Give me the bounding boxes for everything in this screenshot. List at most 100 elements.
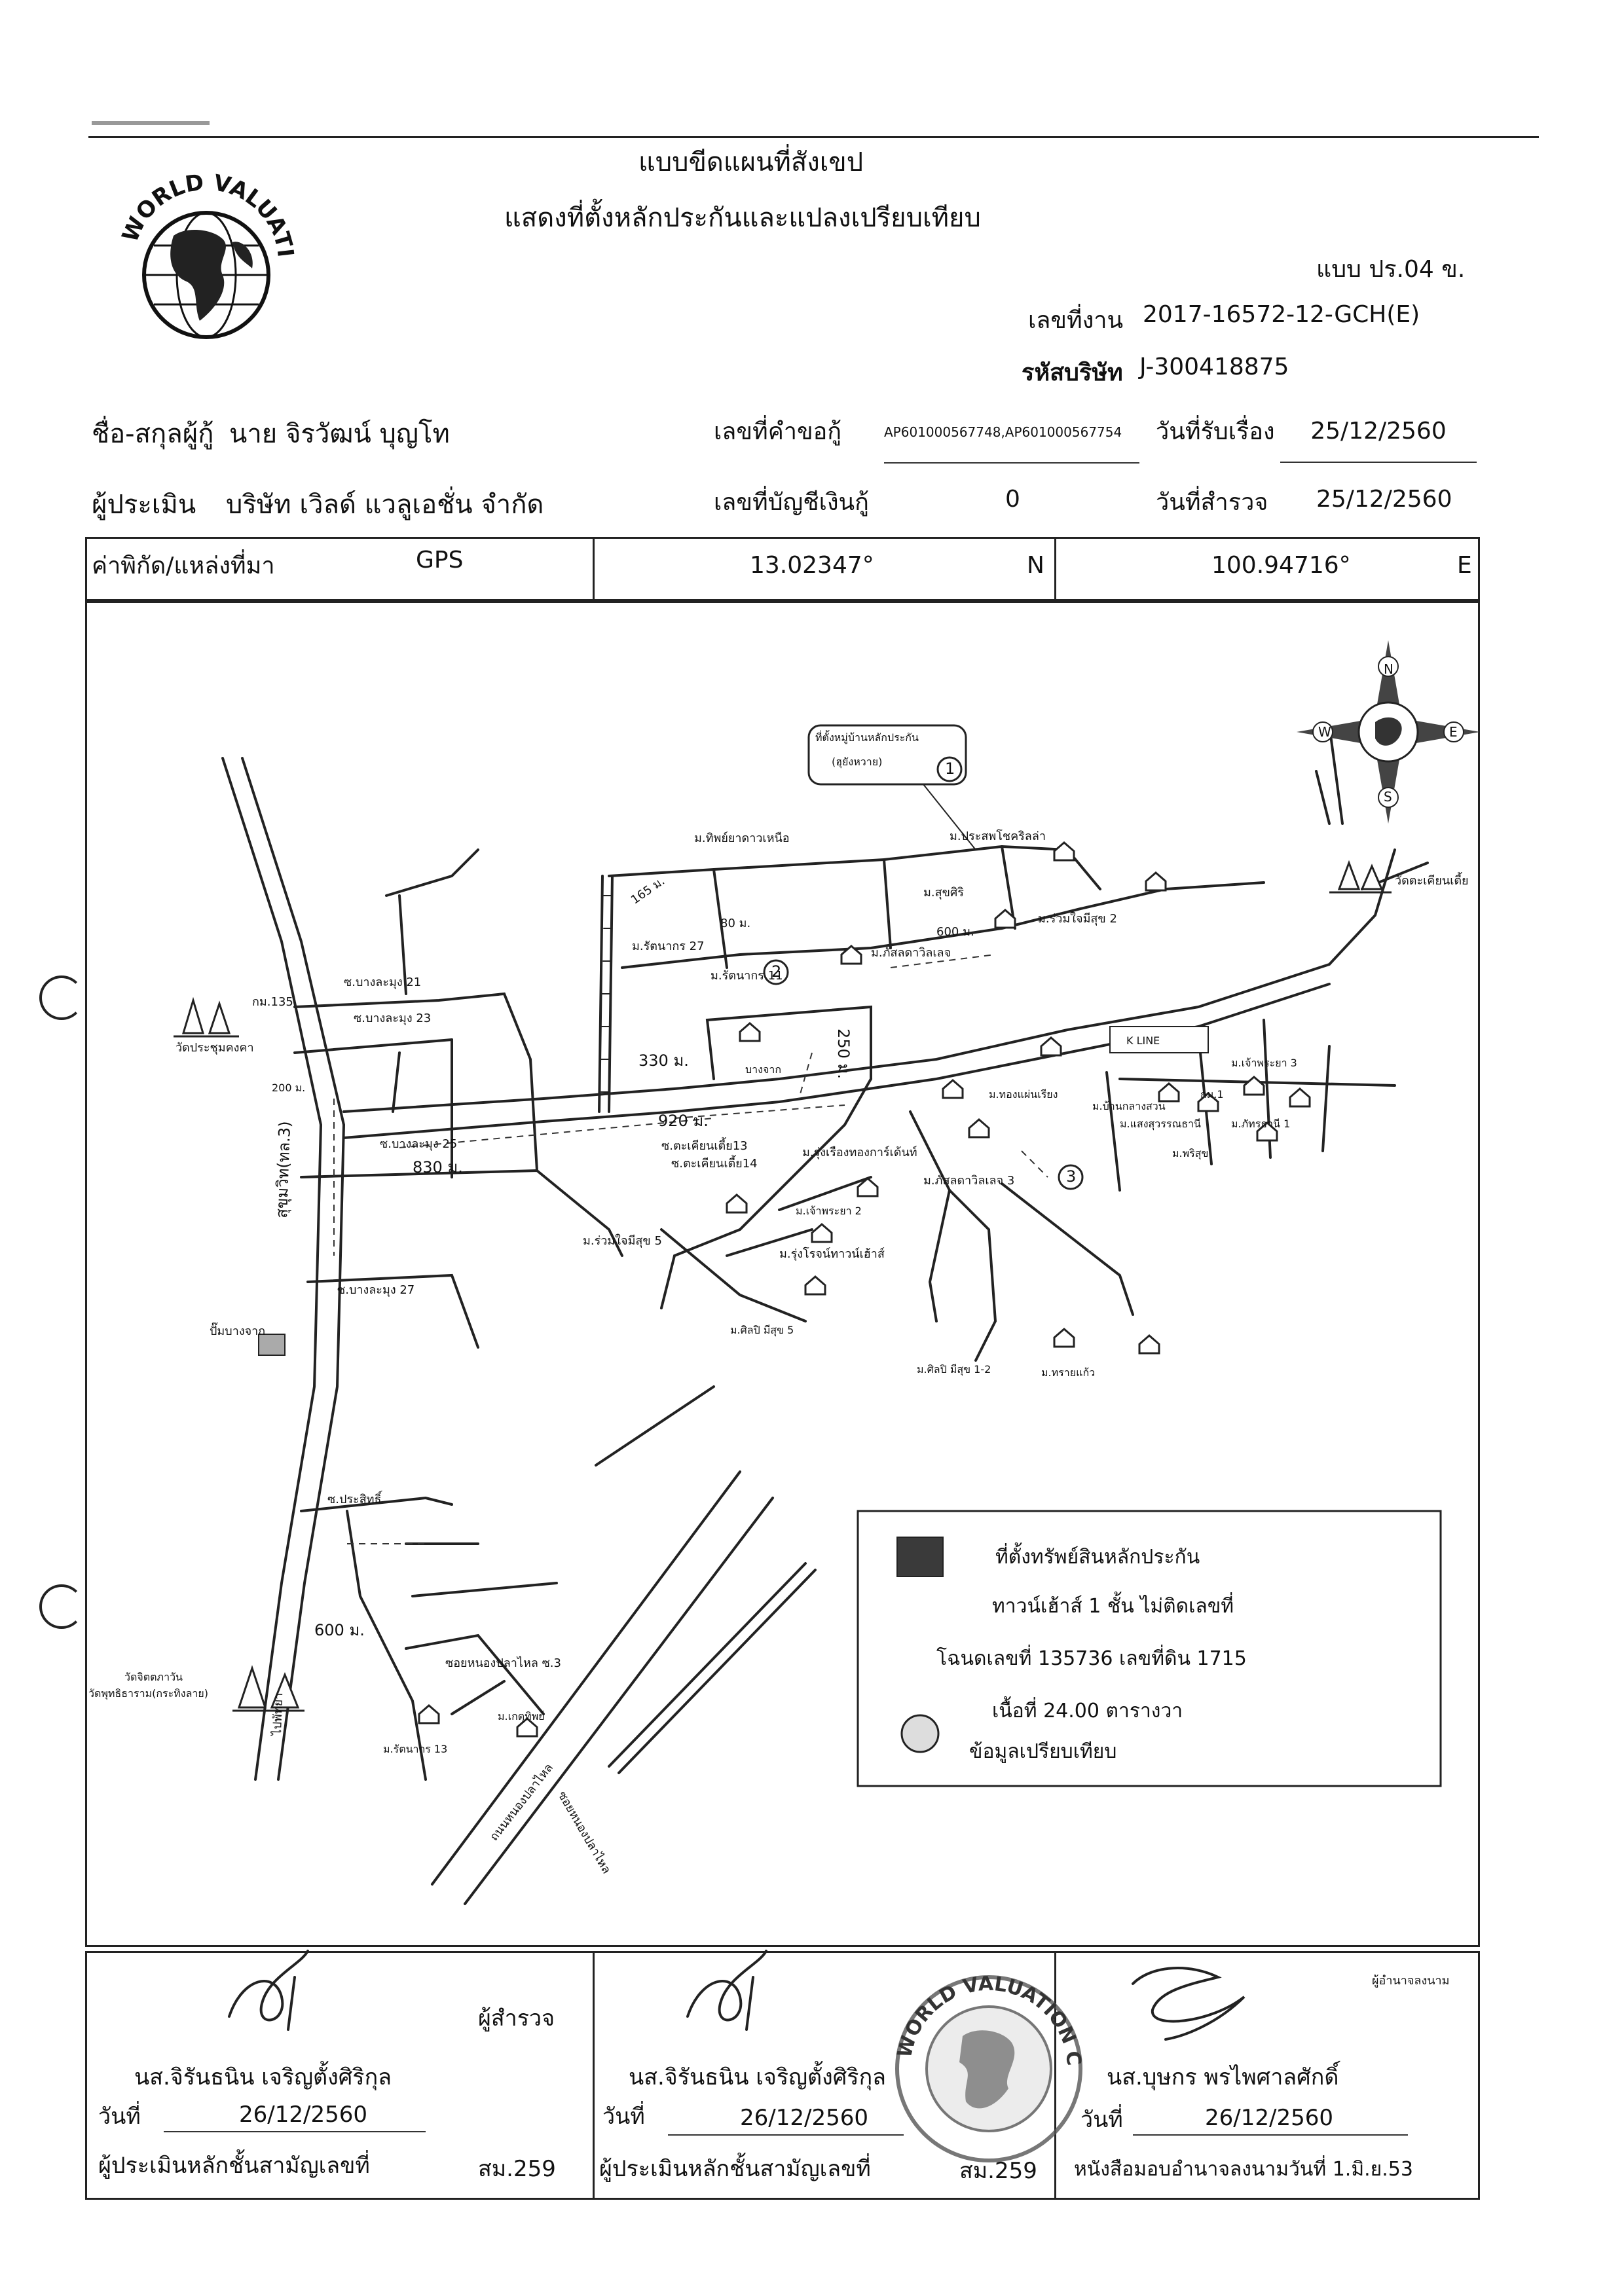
label-nongpla: ซอยหนองปลาไหล ซ.3 <box>445 1656 561 1670</box>
sig2-license-no: สม.259 <box>959 2158 1037 2184</box>
label-d600a: 600 ม. <box>936 925 974 939</box>
survey-date-label: วันที่สำรวจ <box>1156 489 1268 516</box>
label-ruamjai2: ม.ร่วมใจมีสุข 2 <box>1038 912 1117 926</box>
house-icon <box>968 1118 990 1139</box>
appraiser-label: ผู้ประเมิน <box>92 490 196 520</box>
compass-s: S <box>1384 789 1392 805</box>
sig-divider-2 <box>1054 1951 1056 2200</box>
appraiser-name: บริษัท เวิลด์ แวลูเอชั่น จำกัด <box>226 490 544 520</box>
coord-lat: 13.02347° <box>750 552 874 579</box>
callout-line2: (ฮุยังหวาย) <box>832 756 883 768</box>
title-line1: แบบขีดแผนที่สังเขป <box>638 147 864 177</box>
collateral-swatch <box>896 1537 944 1577</box>
company-code-label: รหัสบริษัท <box>1022 359 1123 386</box>
label-d200: 200 ม. <box>272 1082 306 1094</box>
form-code: แบบ ปร.04 ข. <box>1316 256 1466 283</box>
house-icon <box>811 1223 833 1243</box>
house-icon <box>1138 1334 1160 1355</box>
label-num2: 2 <box>771 962 782 981</box>
sig1-date-label: วันที่ <box>98 2104 141 2130</box>
label-bangjak: บางจาก <box>745 1063 781 1076</box>
label-saensuk: ม.แสงสุวรรณธานี <box>1120 1118 1201 1130</box>
sig3-authority: หนังสือมอบอำนาจลงนามวันที่ 1.มิ.ย.53 <box>1074 2158 1413 2181</box>
house-icon <box>840 945 862 965</box>
label-prasit: ซ.ประสิทธิ์ <box>327 1493 382 1506</box>
label-tempo: วัดตะเคียนเตี้ย <box>1395 874 1469 888</box>
coord-label: ค่าพิกัด/แหล่งที่มา <box>92 553 275 579</box>
compass-rose <box>1297 640 1480 824</box>
label-d830: 830 ม. <box>413 1158 463 1176</box>
top-rule <box>88 136 1539 138</box>
label-prasopchok: ม.ประสพโชคริลล่า <box>950 829 1046 843</box>
house-icon <box>857 1177 879 1197</box>
sig2-date-line <box>668 2134 904 2136</box>
house-icon <box>804 1275 826 1296</box>
sig3-date: 26/12/2560 <box>1205 2105 1333 2131</box>
request-no: AP601000567748,AP601000567754 <box>884 424 1139 464</box>
account-no: 0 <box>1005 486 1020 513</box>
label-rattanakorn13: ม.รัตนากร 13 <box>383 1743 448 1755</box>
sketch-map <box>174 640 1480 1905</box>
temple-icon <box>174 996 239 1038</box>
house-icon <box>726 1194 748 1214</box>
legend-line1: ทาวน์เฮ้าส์ 1 ชั้น ไม่ติดเลขที่ <box>992 1595 1234 1618</box>
label-chaophraya2: ม.เจ้าพระยา 2 <box>796 1205 862 1217</box>
label-watprachum: วัดประชุมคงคา <box>175 1041 254 1055</box>
house-icon <box>418 1704 440 1724</box>
signature-3 <box>1132 1967 1246 2041</box>
borrower-name: นาย จิรวัฒน์ บุญโท <box>229 419 450 449</box>
sig1-license-no: สม.259 <box>478 2156 556 2182</box>
label-sinlpa12: ม.ศิลปิ มีสุข 1-2 <box>917 1363 991 1376</box>
binder-hole-1 <box>39 975 84 1020</box>
compass-w: W <box>1318 724 1331 740</box>
label-phatlada: ม.ภัสลดาวิลเลจ <box>871 946 951 960</box>
label-soi25: ซ.บางละมุง 25 <box>380 1137 458 1151</box>
house-icon <box>1053 841 1075 862</box>
house-icon <box>1053 1328 1075 1348</box>
scan-mark <box>92 121 210 125</box>
signature-2 <box>686 1950 767 2031</box>
company-stamp: WORLD VALUATION CO.,LTD. <box>884 1964 1085 2162</box>
sig3-date-line <box>1133 2134 1408 2136</box>
job-no-label: เลขที่งาน <box>1028 307 1124 334</box>
label-thongphaen: ม.ทองแผ่นเรียง <box>989 1088 1058 1101</box>
label-num3: 3 <box>1066 1167 1077 1186</box>
house-icon <box>1040 1036 1062 1057</box>
label-ketsup: ม.เกตุทิพย์ <box>498 1710 545 1722</box>
world-valuation-logo: WORLD VALUATION <box>108 164 299 339</box>
sig1-date: 26/12/2560 <box>239 2102 367 2128</box>
compass-e: E <box>1449 724 1458 740</box>
borrower-label: ชื่อ-สกุลผู้กู้ <box>92 419 214 449</box>
coord-row <box>85 537 1480 601</box>
house-icon <box>1243 1076 1265 1096</box>
signature-1 <box>228 1950 309 2031</box>
signature-block <box>85 1951 1480 2200</box>
label-d250: 250 ม. <box>834 1029 853 1079</box>
account-no-label: เลขที่บัญชีเงินกู้ <box>714 489 869 516</box>
house-icon <box>1158 1082 1180 1102</box>
sig3-role: ผู้อำนาจลงนาม <box>1372 1974 1450 1988</box>
coord-divider-2 <box>1054 537 1056 601</box>
label-d920: 920 ม. <box>658 1112 709 1130</box>
coord-divider-1 <box>593 537 595 601</box>
label-pumbangjak: ปั๊มบางจาก <box>210 1324 266 1338</box>
label-soi21: ซ.บางละมุง 21 <box>344 975 422 989</box>
label-km1: กม.1 <box>1200 1088 1224 1101</box>
label-rungroj: ม.รุ่งโรจน์ทาวน์เฮ้าส์ <box>779 1247 885 1261</box>
house-icon <box>1256 1121 1278 1142</box>
label-thipayada: ม.ทิพย์ยาดาวเหนือ <box>694 831 790 845</box>
label-rungruang: ม.รุ่งเรืองทองการ์เด้นท์ <box>802 1146 917 1159</box>
coord-lon-dir: E <box>1457 552 1472 579</box>
house-icon <box>516 1717 538 1738</box>
sig1-license-label: ผู้ประเมินหลักชั้นสามัญเลขที่ <box>98 2153 370 2179</box>
coord-lat-dir: N <box>1027 552 1044 579</box>
label-sukhumvit: สุขุมวิท(ทล.3) <box>272 1120 295 1219</box>
job-no: 2017-16572-12-GCH(E) <box>1143 301 1420 328</box>
label-bankland: ม.บ้านกลางสวน <box>1092 1100 1166 1112</box>
binder-hole-2 <box>39 1584 84 1629</box>
map-frame <box>85 601 1480 1947</box>
compare-swatch <box>900 1714 940 1753</box>
label-kline: K LINE <box>1126 1034 1160 1047</box>
legend-line2: โฉนดเลขที่ 135736 เลขที่ดิน 1715 <box>936 1647 1247 1670</box>
label-takhian13: ซ.ตะเคียนเตี้ย13 <box>661 1139 748 1153</box>
